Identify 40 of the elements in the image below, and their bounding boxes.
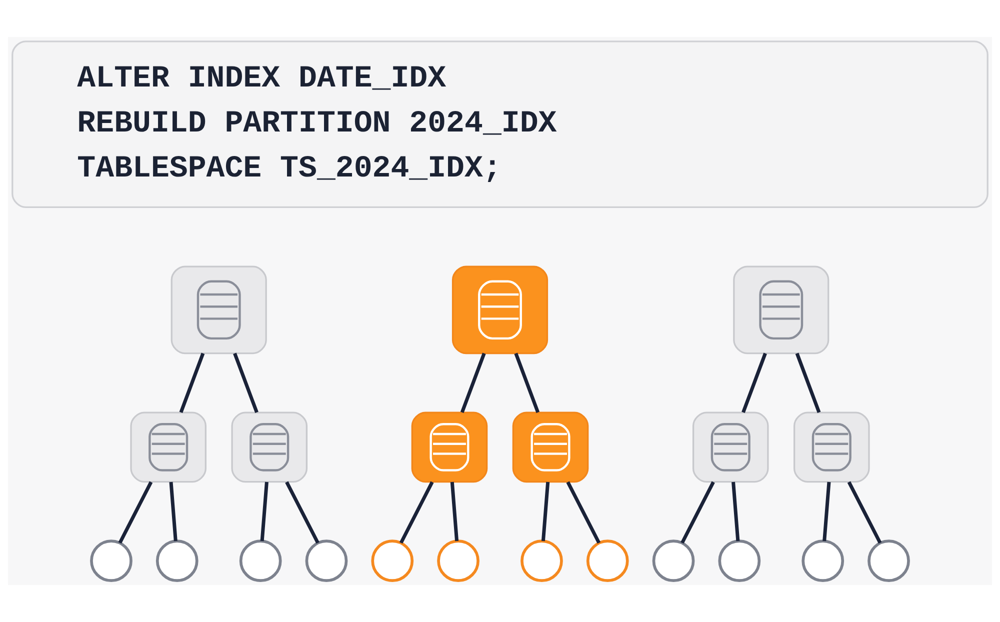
node-circle: [718, 540, 761, 582]
node-box: [512, 412, 589, 483]
connector: [460, 352, 486, 414]
node-circle: [371, 540, 414, 582]
node-circle: [156, 540, 198, 582]
connector: [260, 482, 268, 542]
connector: [795, 352, 821, 414]
node-circle: [305, 540, 348, 582]
node-box: ALTER INDEX DATE_IDX REBUILD PARTITION 2024_IDX TABLESPACE TS_2024_IDX;: [12, 40, 988, 208]
connector: [399, 481, 434, 544]
connector: [822, 482, 831, 542]
connector: [742, 352, 767, 414]
node-box: [170, 266, 267, 354]
connector: [233, 352, 258, 414]
connector: [450, 482, 459, 542]
node-box: [231, 412, 308, 483]
connector: [179, 352, 205, 414]
connector: [847, 481, 882, 544]
connector: [566, 481, 601, 544]
node-box: [452, 266, 548, 354]
connector: [118, 481, 153, 544]
node-circle: [652, 540, 695, 582]
connector: [514, 352, 540, 414]
node-box: [692, 412, 769, 483]
node-circle: [868, 540, 910, 582]
node-circle: [586, 540, 629, 582]
connector: [732, 482, 740, 542]
connector: [541, 482, 550, 542]
node-box: [733, 266, 830, 354]
connector: [169, 482, 178, 542]
connector: [680, 481, 715, 544]
node-box: [794, 412, 870, 483]
node-circle: [520, 540, 563, 582]
node-circle: [437, 540, 480, 582]
node-circle: [239, 540, 282, 582]
node-circle: [802, 540, 844, 582]
node-box: [411, 412, 488, 483]
node-box: [130, 412, 206, 483]
node-circle: [90, 540, 132, 582]
connector: [285, 481, 320, 544]
